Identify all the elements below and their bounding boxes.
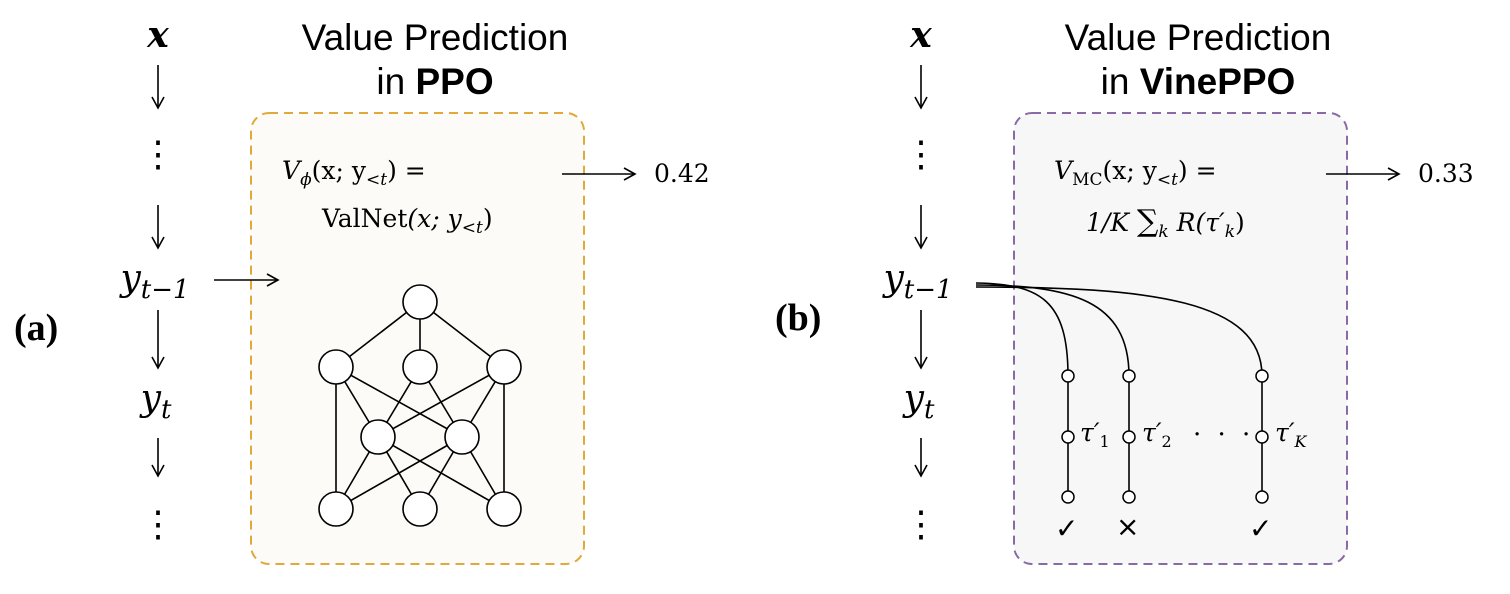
panel-a-seq-y-prev: yt−1 [120,258,190,306]
ppo-output-value: 0.42 [654,159,710,188]
panel-b-seq-y-prev: yt−1 [883,258,953,306]
panel-a-vdots-2: ⋮ [140,504,176,545]
panel-b-seq-x: x [910,14,932,56]
panel-a-method-name: PPO [415,61,494,102]
value-network-nodes [318,284,522,527]
rollout-label-1: τ′1 [1080,418,1110,451]
ppo-value-box [250,112,585,565]
rollout-1-check-icon: ✓ [1055,512,1079,545]
panel-a-vdots-1: ⋮ [140,134,176,175]
rollout-k-check-icon: ✓ [1249,512,1273,545]
panel-a-label: (a) [14,307,59,349]
vineppo-formula-line1: VMC(x; y<t) = [1054,156,1217,190]
panel-b-method-name: VinePPO [1139,61,1296,102]
rollout-ellipsis: · · · [1193,420,1255,450]
ppo-formula-line2: ValNet(x; y<t) [322,204,493,238]
rollout-label-2: τ′2 [1142,418,1172,451]
panel-a-title-line1: Value Prediction [301,17,569,58]
rollout-2-cross-icon: × [1116,510,1140,543]
nn-input-node [318,491,354,527]
vineppo-output-value: 0.33 [1418,159,1474,188]
vineppo-sequence-arrows [914,65,1401,478]
vineppo-value-box [1013,112,1348,565]
panel-b-vdots-2: ⋮ [903,504,939,545]
nn-hidden-node [318,349,354,385]
nn-hidden-node [486,349,522,385]
panel-a-title-line2: in PPO [376,61,494,102]
panel-b-vdots-1: ⋮ [903,134,939,175]
panel-b-title: Value Prediction in VinePPO [998,16,1398,104]
vineppo-formula-line2: 1/K ∑k R(τ′k) [1086,204,1245,242]
panel-b-label: (b) [775,297,822,339]
ppo-formula-line1: Vϕ(x; y<t) = [282,156,426,190]
panel-a-seq-x: x [147,14,169,56]
nn-output-node [402,284,438,320]
nn-hidden-node [360,419,396,455]
nn-hidden-node [402,349,438,385]
rollout-nodes [1061,369,1269,504]
nn-input-node [486,491,522,527]
panel-b-title-line1: Value Prediction [1064,17,1332,58]
nn-hidden-node [444,419,480,455]
panel-a-title: Value Prediction in PPO [235,16,635,104]
panel-a-seq-y-t: yt [140,378,172,426]
panel-b-seq-y-t: yt [903,378,935,426]
nn-input-node [402,491,438,527]
rollout-label-k: τ′K [1275,418,1307,451]
ppo-sequence-arrows [151,65,637,478]
panel-b-title-line2: in VinePPO [1100,61,1296,102]
